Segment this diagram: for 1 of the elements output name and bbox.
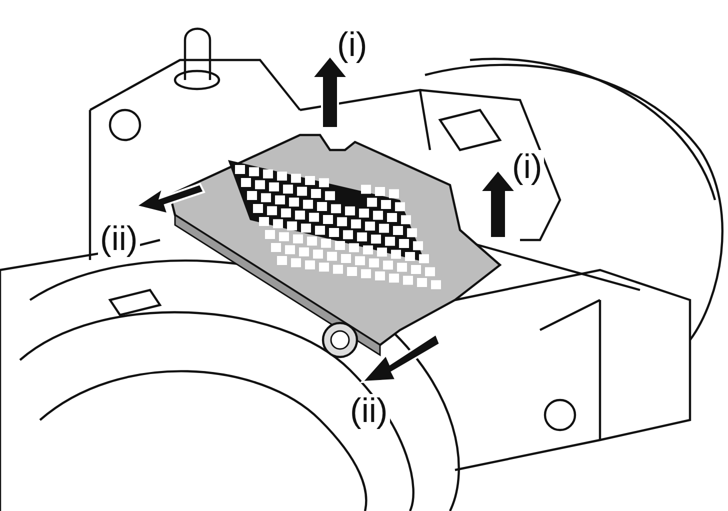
step-label: (ii) <box>98 222 140 256</box>
